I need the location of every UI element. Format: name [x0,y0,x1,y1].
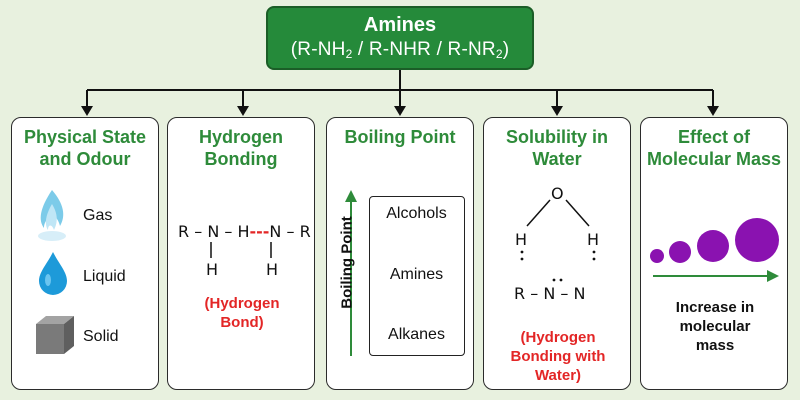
sphere-1 [650,249,664,263]
root-title: Amines [363,14,437,36]
card-title-boiling: Boiling Point [344,127,456,147]
card-title-mass: Effect of Molecular Mass [646,127,782,169]
state-label-solid: Solid [83,328,119,345]
root-formula: (R-NH2 / R-NHR / R-NR2) [290,39,510,61]
amine-row: R – N – N [514,284,586,303]
card-title-solubility: Solubility in Water [506,127,608,169]
up-arrow-icon [345,190,357,356]
boiling-item-alcohols: Alcohols [386,205,447,222]
boiling-item-amines: Amines [389,266,444,283]
card-solubility: Solubility in Water O H H R – N – N (Hyd… [483,117,631,390]
boiling-list-box: Alcohols Amines Alkanes [369,196,465,356]
boiling-axis-label: Boiling Point [338,216,356,309]
solubility-caption: (Hydrogen Bonding with Water) [510,329,606,384]
hbond-caption: (Hydrogen Bond) [204,295,280,331]
state-label-liquid: Liquid [83,268,126,285]
flame-icon [38,190,66,241]
card-title-hbond: Hydrogen Bonding [198,127,283,169]
sphere-3 [697,230,729,262]
right-arrow-icon [767,270,779,282]
card-hydrogen-bonding: Hydrogen Bonding R – N – H---N – R H H (… [167,117,315,390]
sphere-4 [735,218,779,262]
water-h-right: H [587,230,600,249]
card-boiling-point: Boiling Point Boiling Point Alcohols Ami… [326,117,474,390]
molecular-spheres [650,218,779,282]
droplet-icon [39,252,67,295]
boiling-item-alkanes: Alkanes [388,326,445,343]
state-label-gas: Gas [83,207,113,224]
hbond-bonds [210,242,272,258]
sphere-2 [669,241,691,263]
cube-icon [36,316,74,354]
hbond-h-left: H [206,260,219,279]
mass-caption: Increase in molecular mass [675,299,755,354]
hbond-row: R – N – H---N – R [178,222,311,241]
water-bonds [520,199,596,282]
card-molecular-mass: Effect of Molecular Mass Increase in mol… [640,117,788,390]
water-o: O [551,184,564,203]
water-h-left: H [515,230,528,249]
card-title-physical: Physical State and Odour [23,127,147,169]
hbond-dashes: --- [249,222,270,241]
hbond-h-right: H [266,260,279,279]
card-physical-state: Physical State and Odour Gas Liquid Soli… [11,117,159,390]
root-node: Amines (R-NH2 / R-NHR / R-NR2) [266,6,534,70]
